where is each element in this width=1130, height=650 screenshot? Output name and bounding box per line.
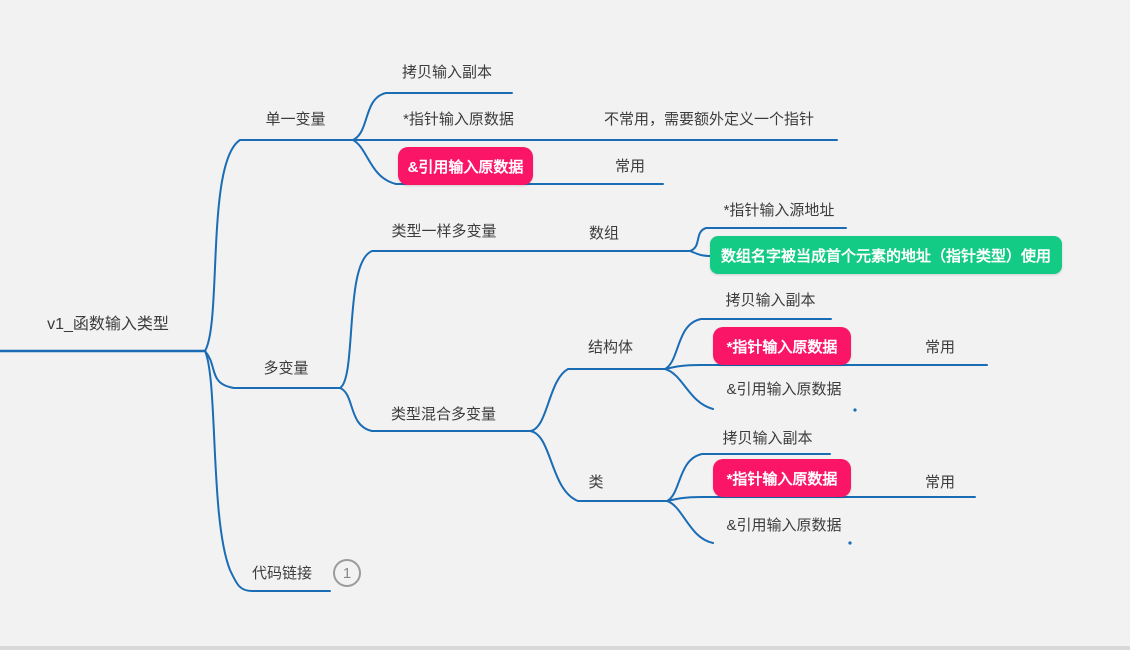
topic-pointer-input[interactable]: *指针输入原数据 <box>403 111 514 128</box>
numbered-marker-badge[interactable]: 1 <box>333 559 361 587</box>
topic-same-type[interactable]: 类型一样多变量 <box>391 223 497 240</box>
topic-struct-copy[interactable]: 拷贝输入副本 <box>725 292 816 309</box>
note-class-pointer-common[interactable]: 常用 <box>924 474 955 491</box>
topic-mixed-type[interactable]: 类型混合多变量 <box>390 406 496 423</box>
topic-struct-reference[interactable]: &引用输入原数据 <box>726 381 842 398</box>
topic-class-reference[interactable]: &引用输入原数据 <box>726 517 842 534</box>
topic-class[interactable]: 类 <box>588 474 604 491</box>
topic-root[interactable]: v1_函数输入类型 <box>47 316 169 333</box>
note-pointer-uncommon[interactable]: 不常用，需要额外定义一个指针 <box>603 111 814 128</box>
topic-array[interactable]: 数组 <box>588 225 619 242</box>
topic-multi-variable[interactable]: 多变量 <box>263 360 309 377</box>
topic-struct-pointer-highlight[interactable]: *指针输入原数据 <box>713 327 851 365</box>
topic-array-name-note-highlight[interactable]: 数组名字被当成首个元素的地址（指针类型）使用 <box>710 236 1062 274</box>
note-struct-pointer-common[interactable]: 常用 <box>924 339 955 356</box>
topic-pointer-source-address[interactable]: *指针输入源地址 <box>723 202 835 219</box>
topic-single-variable[interactable]: 单一变量 <box>265 111 326 128</box>
topic-copy-input[interactable]: 拷贝输入副本 <box>401 64 492 81</box>
topic-code-link[interactable]: 代码链接 <box>251 565 312 582</box>
topic-class-pointer-highlight[interactable]: *指针输入原数据 <box>713 459 851 497</box>
topic-reference-input-highlight[interactable]: &引用输入原数据 <box>398 147 533 185</box>
topic-class-copy[interactable]: 拷贝输入副本 <box>722 430 813 447</box>
note-reference-common[interactable]: 常用 <box>614 158 645 175</box>
window-bottom-edge <box>0 646 1130 650</box>
topic-struct[interactable]: 结构体 <box>587 339 633 356</box>
